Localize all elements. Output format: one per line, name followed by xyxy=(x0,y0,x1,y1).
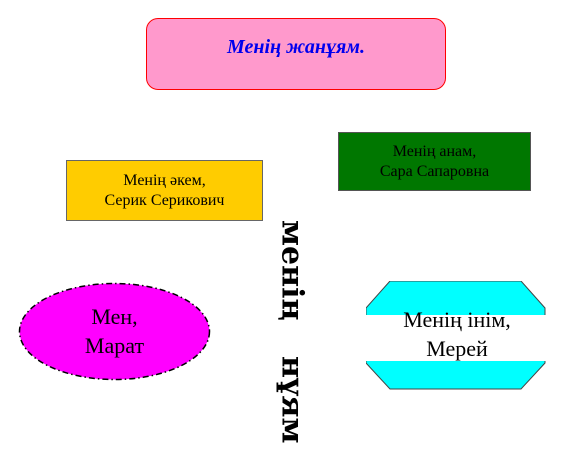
brother-octagon xyxy=(366,281,547,390)
mother-label: Менің анам, xyxy=(392,142,477,160)
vertical-word-bottom: нұям xyxy=(274,356,310,444)
me-label-group: Мен, Марат xyxy=(18,282,211,381)
me-name: Марат xyxy=(84,332,145,358)
father-label: Менің әкем, xyxy=(123,171,206,189)
brother-name: Мерей xyxy=(426,335,488,361)
father-box: Менің әкем, Серик Серикович xyxy=(66,160,263,221)
brother-label-group: Менің інім, Мерей xyxy=(364,306,550,363)
mother-name: Сара Сапаровна xyxy=(379,162,490,180)
vertical-word-top: менің xyxy=(274,219,310,321)
me-label: Мен, xyxy=(91,303,138,329)
mother-box: Менің анам, Сара Сапаровна xyxy=(338,132,531,191)
title-box: Менің жанұям. xyxy=(146,18,446,90)
diagram-title: Менің жанұям. xyxy=(226,36,366,58)
me-ellipse xyxy=(18,282,211,381)
brother-label: Менің інім, xyxy=(403,307,511,332)
father-name: Серик Серикович xyxy=(104,191,225,209)
